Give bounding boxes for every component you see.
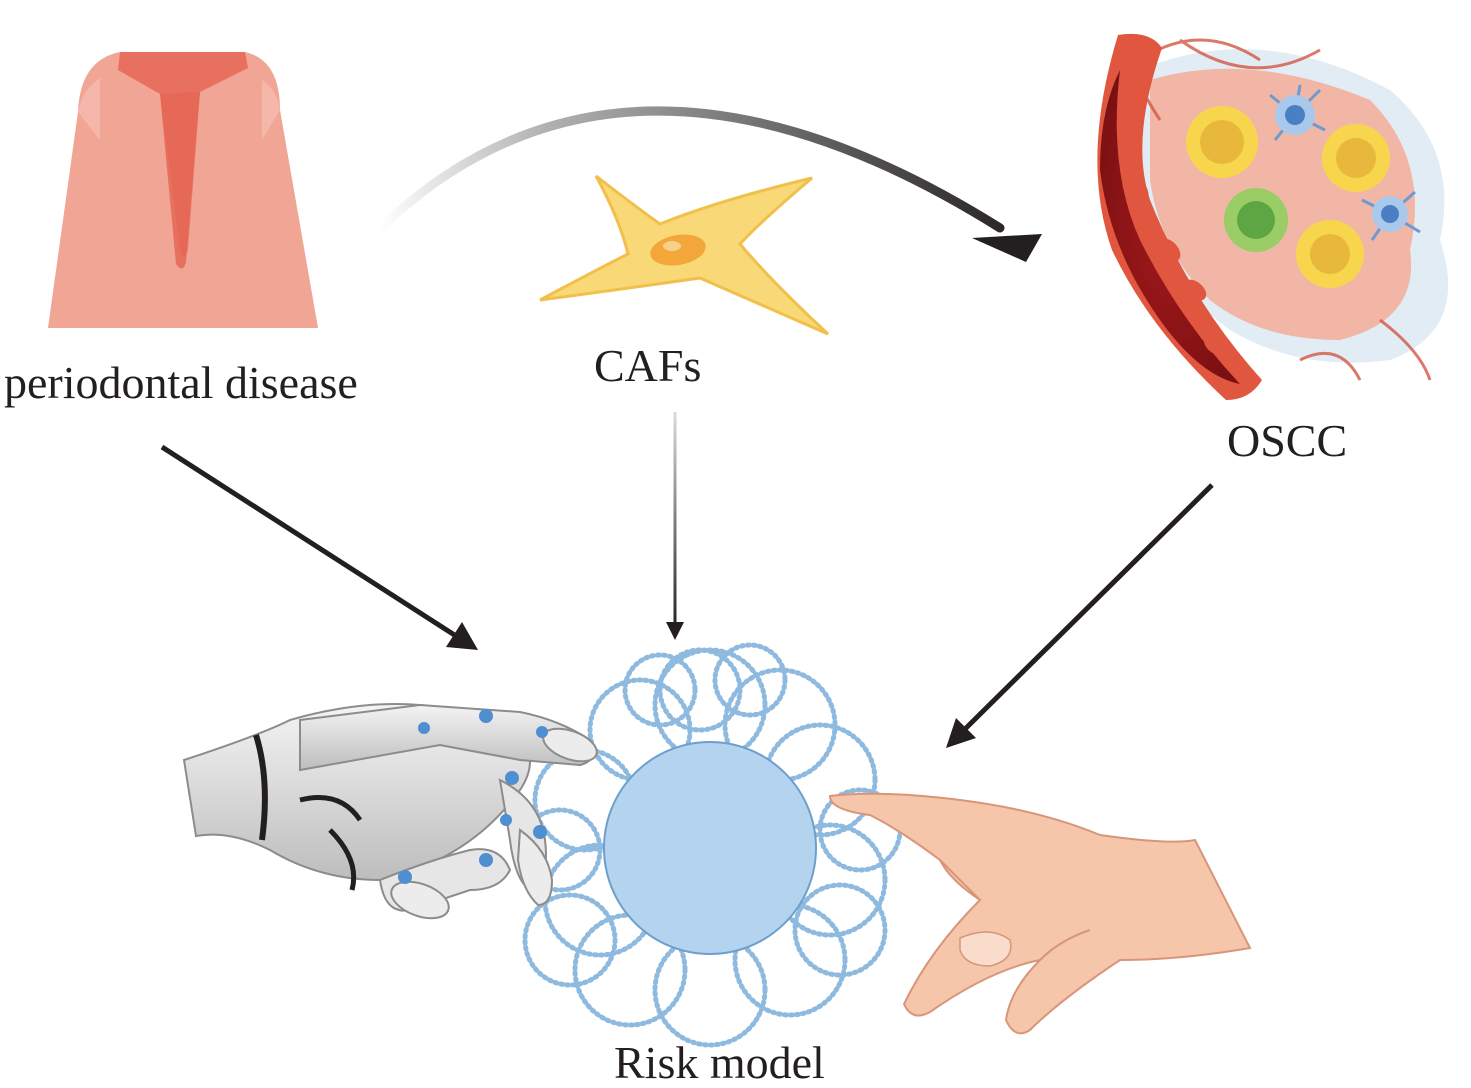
arrow-from-oscc bbox=[946, 483, 1214, 748]
periodontal-pocket-icon bbox=[48, 52, 318, 328]
robot-hand-icon bbox=[182, 703, 598, 920]
label-periodontal-disease: periodontal disease bbox=[4, 357, 358, 408]
arrow-from-cafs bbox=[666, 412, 684, 640]
label-oscc: OSCC bbox=[1227, 415, 1348, 466]
arrow-to-oscc bbox=[367, 106, 1042, 262]
human-hand-icon bbox=[828, 792, 1252, 1035]
label-risk-model: Risk model bbox=[614, 1037, 825, 1088]
label-cafs: CAFs bbox=[594, 340, 702, 391]
arrow-from-periodontal bbox=[160, 444, 478, 650]
risk-model-network-icon bbox=[517, 642, 903, 1048]
tumor-microenvironment-icon bbox=[1097, 33, 1449, 400]
fibroblast-cell-icon bbox=[539, 174, 830, 336]
